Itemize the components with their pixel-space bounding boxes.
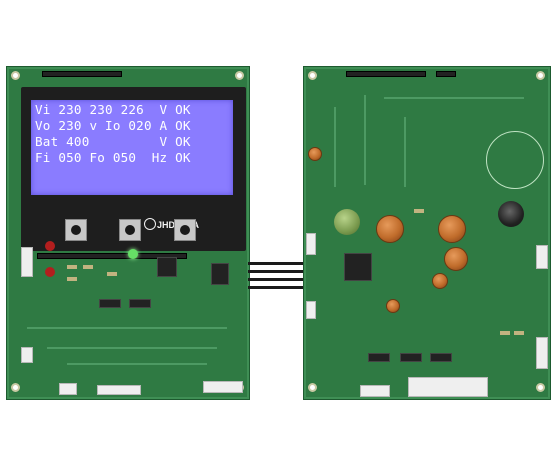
lcd-line-4: Fi 050 Fo 050 Hz OK	[35, 150, 191, 165]
ic-chip	[368, 353, 390, 362]
capacitor-electrolytic	[308, 147, 322, 161]
red-led-icon	[45, 241, 55, 251]
green-led-icon	[128, 249, 138, 259]
side-connector	[306, 233, 316, 255]
ic-chip	[430, 353, 452, 362]
side-connector	[536, 245, 548, 269]
capacitor-electrolytic	[444, 247, 468, 271]
left-pcb-board: Vi 230 230 226 V OK Vo 230 v Io 020 A OK…	[6, 66, 250, 400]
pcb-trace	[404, 117, 406, 187]
ribbon-cable	[248, 278, 303, 281]
resistor	[500, 331, 510, 335]
capacitor-electrolytic	[438, 215, 466, 243]
pcb-trace	[384, 97, 524, 99]
resistor	[67, 265, 77, 269]
bottom-connector	[360, 385, 390, 397]
lcd-line-3: Bat 400 V OK	[35, 134, 191, 149]
side-connector	[536, 337, 548, 369]
lcd-screen: Vi 230 230 226 V OK Vo 230 v Io 020 A OK…	[31, 100, 233, 195]
top-pin-header	[42, 71, 122, 77]
top-pin-header	[436, 71, 456, 77]
mount-hole	[11, 383, 20, 392]
push-button-right[interactable]	[174, 219, 196, 241]
mount-hole	[308, 71, 317, 80]
ic-chip	[400, 353, 422, 362]
top-pin-header	[346, 71, 426, 77]
right-pcb-board	[303, 66, 551, 400]
resistor	[83, 265, 93, 269]
side-connector	[21, 347, 33, 363]
buzzer	[498, 201, 524, 227]
capacitor-green	[334, 209, 360, 235]
mount-hole	[235, 71, 244, 80]
pcb-trace	[334, 107, 336, 187]
ic-chip	[129, 299, 151, 308]
capacitor-electrolytic	[386, 299, 400, 313]
resistor	[107, 272, 117, 276]
ic-chip	[157, 257, 177, 277]
ribbon-cable	[248, 270, 303, 273]
pcb-trace	[47, 347, 217, 349]
bottom-connector	[408, 377, 488, 397]
ic-chip	[344, 253, 372, 281]
pcb-trace	[364, 95, 366, 185]
ic-chip	[99, 299, 121, 308]
mount-hole	[536, 71, 545, 80]
capacitor-electrolytic	[432, 273, 448, 289]
ribbon-cable	[248, 262, 303, 265]
resistor	[514, 331, 524, 335]
lcd-line-2: Vo 230 v Io 020 A OK	[35, 118, 191, 133]
push-button-left[interactable]	[65, 219, 87, 241]
bottom-connector	[59, 383, 77, 395]
resistor	[67, 277, 77, 281]
ic-chip	[211, 263, 229, 285]
resistor	[414, 209, 424, 213]
battery-holder-outline	[486, 131, 544, 189]
bottom-connector	[203, 381, 243, 393]
mount-hole	[11, 71, 20, 80]
side-connector	[306, 301, 316, 319]
ribbon-cable	[248, 286, 303, 289]
mount-hole	[536, 383, 545, 392]
red-led-icon	[45, 267, 55, 277]
mount-hole	[308, 383, 317, 392]
push-button-middle[interactable]	[119, 219, 141, 241]
bottom-connector	[97, 385, 141, 395]
lcd-line-1: Vi 230 230 226 V OK	[35, 102, 191, 117]
pcb-trace	[67, 363, 207, 365]
side-connector	[21, 247, 33, 277]
lcd-brand-logo-icon	[144, 218, 156, 230]
capacitor-electrolytic	[376, 215, 404, 243]
pcb-trace	[27, 327, 227, 329]
lcd-pin-header	[37, 253, 187, 259]
